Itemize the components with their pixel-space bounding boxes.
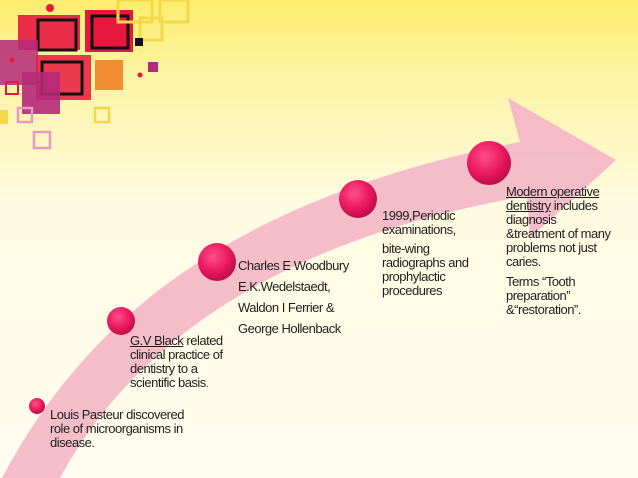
underlined-title: Modern operative <box>506 184 600 199</box>
milestone-dot-1 <box>29 398 45 414</box>
line-rest: related <box>183 333 223 348</box>
line: problems not just <box>506 240 597 255</box>
milestone-dot-2 <box>107 307 135 335</box>
milestone-1999-text: 1999,Periodic examinations, bite-wing ra… <box>382 208 469 298</box>
timeline-arrow <box>2 98 616 478</box>
milestone-pasteur-text: Louis Pasteur discovered role of microor… <box>50 408 184 450</box>
milestone-woodbury-text: Charles E Woodbury E.K.Wedelstaedt, Wald… <box>238 255 349 339</box>
line: 1999,Periodic <box>382 208 456 223</box>
line: Terms “Tooth <box>506 274 576 289</box>
line: &treatment of many <box>506 226 611 241</box>
line: disease. <box>50 435 95 450</box>
milestone-black-text: G.V Black related clinical practice of d… <box>130 334 223 392</box>
line: scientific basis <box>130 375 206 390</box>
line: George Hollenback <box>238 321 341 336</box>
underlined-word: dentistry <box>506 198 551 213</box>
line: bite-wing <box>382 241 430 256</box>
line: E.K.Wedelstaedt, <box>238 279 331 294</box>
line-rest: includes <box>550 198 598 213</box>
line: examinations, <box>382 222 456 237</box>
trailing-dot: . <box>205 379 209 390</box>
line: caries. <box>506 254 541 269</box>
milestone-dot-5 <box>467 141 511 185</box>
line: Waldon I Ferrier & <box>238 300 334 315</box>
line: preparation” <box>506 288 571 303</box>
line: radiographs and <box>382 255 469 270</box>
milestone-dot-4 <box>339 180 377 218</box>
underlined-name: G.V Black <box>130 333 184 348</box>
line: Charles E Woodbury <box>238 258 349 273</box>
line: clinical practice of <box>130 347 223 362</box>
line: &“restoration”. <box>506 302 581 317</box>
line: procedures <box>382 283 443 298</box>
line: role of microorganisms in <box>50 421 183 436</box>
decorative-squares-icon <box>0 0 190 150</box>
line: dentistry to a <box>130 361 198 376</box>
line: Louis Pasteur discovered <box>50 407 184 422</box>
line: prophylactic <box>382 269 446 284</box>
milestone-modern-text: Modern operative dentistry includes diag… <box>506 184 611 317</box>
line: diagnosis <box>506 212 557 227</box>
milestone-dot-3 <box>198 243 236 281</box>
